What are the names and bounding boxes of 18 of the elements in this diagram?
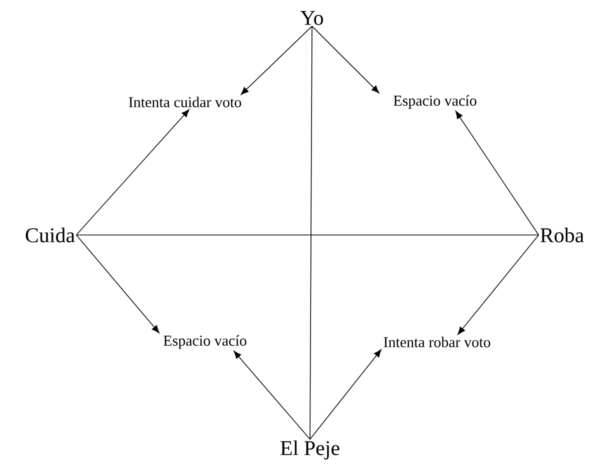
quadrant-label: Espacio vacío — [394, 95, 476, 109]
pole-label: Yo — [300, 11, 323, 25]
quadrant-label: Intenta robar voto — [384, 336, 490, 348]
quadrant-label: Intenta cuidar voto — [128, 96, 242, 108]
axis-line — [310, 26, 312, 440]
axis-line — [76, 234, 540, 236]
arrow — [76, 234, 160, 334]
arrow — [312, 26, 380, 94]
arrow — [240, 26, 312, 95]
arrow — [76, 109, 190, 236]
arrow — [234, 350, 310, 440]
pole-label: El Peje — [280, 440, 340, 460]
quadrant-label: Espacio vacío — [164, 335, 246, 349]
arrow — [310, 349, 382, 440]
arrow — [458, 234, 540, 335]
pole-label: Roba — [540, 228, 584, 242]
pole-label: Cuida — [26, 228, 75, 242]
arrow — [455, 110, 540, 236]
